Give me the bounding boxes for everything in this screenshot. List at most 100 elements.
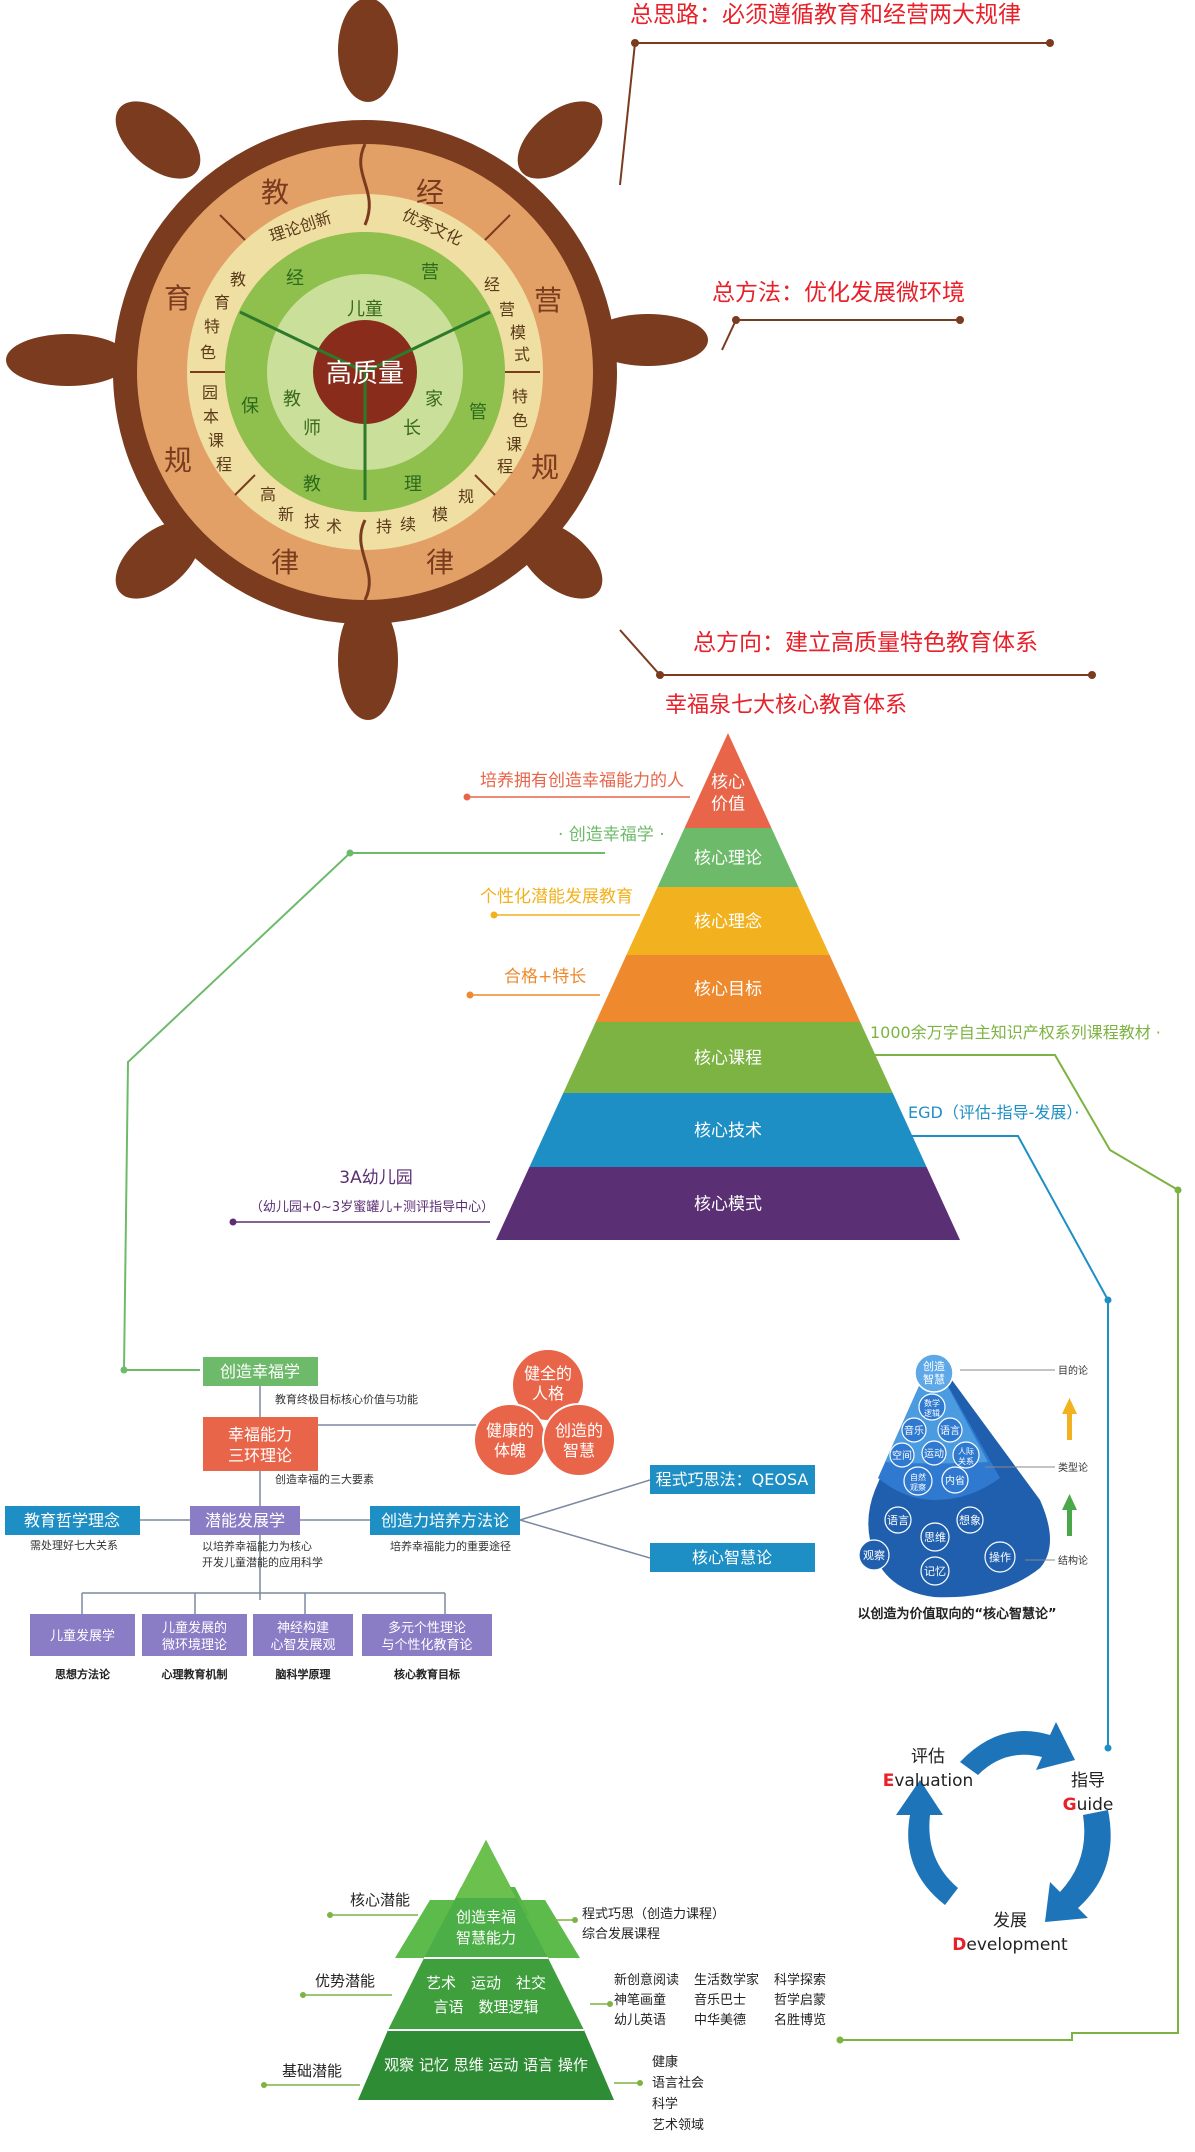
right-mid-course: 神笔画童 [614, 1992, 666, 2008]
note-core-goal: 合格+特长 [504, 967, 586, 987]
right-mid-course: 幼儿英语 [614, 2013, 666, 2028]
tree-leaf-box[interactable] [362, 1614, 492, 1656]
tree-leaf-box[interactable] [142, 1614, 247, 1656]
cone-caption: 以创造为价值取向的“核心智慧论” [857, 1606, 1056, 1622]
ring2-char: 程 [497, 457, 513, 476]
node-qeosa-label: 程式巧思法：QEOSA [656, 1470, 809, 1489]
node-wisdom-label: 核心智慧论 [692, 1548, 772, 1567]
circle-label: 人格 [532, 1384, 564, 1403]
ring2-char: 教 [230, 270, 246, 289]
pyramid-level [496, 1167, 960, 1240]
cone-bubble [984, 1541, 1016, 1573]
node-root[interactable] [203, 1357, 318, 1386]
cone-bubble-label: 操作 [989, 1550, 1011, 1564]
tree-leaf-label: 多元个性理论 [388, 1620, 466, 1636]
outer-char: 规 [531, 451, 559, 484]
circle-label: 健全的 [524, 1364, 572, 1383]
ring2-char: 高 [260, 485, 276, 504]
node-wisdom[interactable] [650, 1543, 815, 1572]
pyr-mid-label: 言语 数理逻辑 [433, 1998, 538, 2016]
cone-bubble-label: 人际 [958, 1447, 974, 1456]
cone-bubble-label: 数学 [924, 1398, 940, 1408]
pyramid-base-band [358, 2030, 614, 2100]
guide-en: Guide [1063, 1795, 1114, 1815]
egd-cycle: 评估 Evaluation 指导 Guide 发展 Development [883, 1722, 1114, 1955]
node-root-note: 教育终极目标核心价值与功能 [275, 1392, 418, 1406]
ring2-char: 色 [512, 411, 528, 430]
tree-leaf-note: 脑科学原理 [276, 1667, 331, 1681]
pyramid-level-label: 核心技术 [694, 1121, 762, 1141]
node-root-label: 创造幸福学 [220, 1362, 300, 1381]
node-method-note: 培养幸福能力的重要途径 [390, 1539, 511, 1553]
right-mid-course: 中华美德 [694, 2013, 746, 2028]
ring2-char: 色 [200, 343, 216, 362]
ring3-char: 经 [286, 268, 304, 289]
node-theory-label: 三环理论 [228, 1446, 292, 1465]
connector-lines [120, 849, 1182, 2044]
cone-bubble-label: 想象 [959, 1513, 981, 1527]
pyramid-mid-band [388, 1958, 584, 2030]
cone-bubble [941, 1466, 969, 1494]
arrow-guide-to-dev [1045, 1810, 1111, 1922]
tree-leaf-label: 神经构建 [277, 1621, 329, 1636]
inner-label: 长 [403, 418, 421, 439]
tree-leaf-label: 心智发展观 [270, 1637, 335, 1653]
cone-bubble-label: 逻辑 [924, 1408, 940, 1418]
ring2-char: 特 [512, 387, 528, 406]
note-core-theory: · 创造幸福学 · [558, 825, 665, 845]
cone-bubble [884, 1506, 912, 1534]
tree-leaf-note: 核心教育目标 [394, 1667, 460, 1681]
right-mid-courses: 新创意阅读生活数学家科学探索神笔画童音乐巴士哲学启蒙幼儿英语中华美德名胜博览 [614, 1972, 826, 2028]
seven-core-pyramid: 幸福泉七大核心教育体系 核心价值核心理论核心理念核心目标核心课程核心技术核心模式… [229, 693, 1161, 1240]
eval-cn: 评估 [911, 1747, 945, 1767]
right-top-course: 综合发展课程 [582, 1926, 660, 1942]
callouts: 总思路：必须遵循教育和经营两大规律 总方法：优化发展微环境 总方向：建立高质量特… [619, 2, 1096, 679]
ring3-char: 教 [303, 474, 321, 495]
wheel-center-label: 高质量 [326, 359, 404, 389]
callout-direction: 总方向：建立高质量特色教育体系 [693, 630, 1038, 656]
outer-char: 经 [416, 176, 444, 209]
outer-char: 律 [426, 546, 454, 579]
node-philosophy-note: 需处理好七大关系 [30, 1538, 118, 1552]
pyramid-top-band [424, 1840, 548, 1958]
pyr-mid-label: 艺术 运动 社交 [426, 1974, 546, 1992]
left-advantage-potential: 优势潜能 [315, 1972, 375, 1990]
outer-char: 律 [271, 546, 299, 579]
left-base-potential: 基础潜能 [282, 2062, 342, 2080]
cone-top-bubble [914, 1353, 954, 1393]
node-potential-note: 以培养幸福能力为核心 [202, 1539, 312, 1553]
cone-bubble [920, 1522, 950, 1552]
wheel-ring3: 营 经 管 理 教 保 [241, 262, 487, 495]
cone-arrows [1062, 1398, 1077, 1536]
eval-en: Evaluation [883, 1771, 974, 1791]
node-method[interactable] [370, 1506, 520, 1535]
inner-label: 教 [283, 389, 301, 410]
tree-leaf-box[interactable] [253, 1614, 353, 1656]
pyramid-level-label: 核心课程 [694, 1049, 762, 1069]
tree-leaf-box[interactable] [30, 1614, 135, 1656]
right-base-area: 科学 [652, 2096, 678, 2112]
right-mid-course: 名胜博览 [774, 2012, 826, 2028]
cone-bubble-label: 观察 [863, 1548, 885, 1562]
node-philosophy-label: 教育哲学理念 [24, 1511, 120, 1530]
cone-bubble [901, 1417, 927, 1443]
ring3-char: 理 [404, 474, 422, 495]
pyr-base-label: 观察 记忆 思维 运动 语言 操作 [384, 2056, 588, 2074]
ring2-char: 课 [208, 431, 224, 450]
ring2-char: 续 [400, 515, 416, 534]
ring3-char: 管 [469, 402, 487, 423]
note-core-mode-sub: （幼儿园+0~3岁蜜罐儿+测评指导中心） [250, 1200, 494, 1215]
circle-label: 体魄 [494, 1441, 526, 1460]
node-qeosa[interactable] [650, 1465, 815, 1494]
node-theory[interactable] [203, 1417, 318, 1471]
potential-pyramid: 创造幸福 智慧能力 艺术 运动 社交 言语 数理逻辑 观察 记忆 思维 运动 语… [261, 1840, 826, 2133]
cone-bubble-label: 语言 [887, 1514, 909, 1527]
cone-side-label: 目的论 [1058, 1364, 1088, 1377]
node-potential-note: 开发儿童潜能的应用科学 [202, 1555, 323, 1569]
pyramid-level-label: 核心 [711, 773, 745, 793]
cone-bubble-label: 关系 [958, 1456, 974, 1466]
circle-label: 创造的 [555, 1421, 603, 1440]
node-potential[interactable] [190, 1506, 300, 1535]
node-philosophy[interactable] [5, 1506, 140, 1535]
guide-cn: 指导 [1071, 1771, 1105, 1791]
